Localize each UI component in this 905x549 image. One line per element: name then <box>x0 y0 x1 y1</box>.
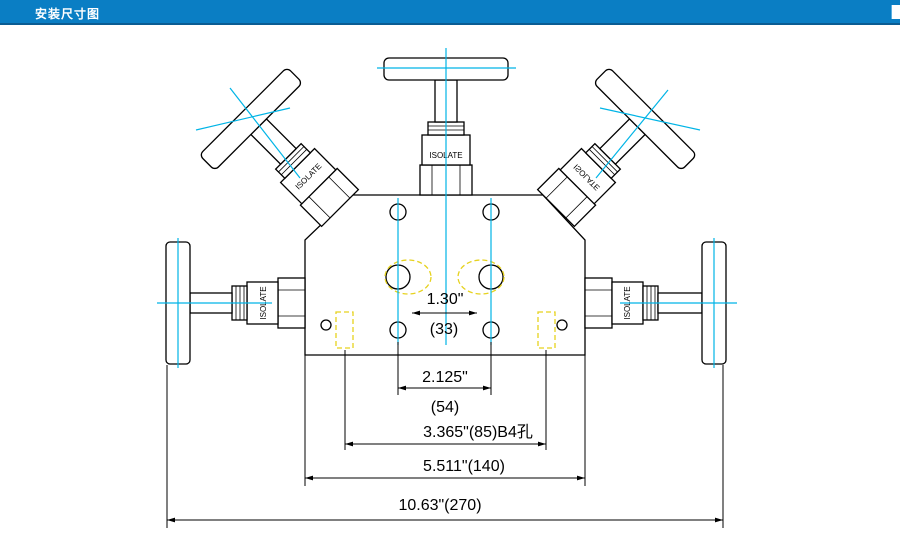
header-bar: 安装尺寸图 <box>0 0 900 25</box>
center-lines <box>157 48 737 368</box>
dim-hole-spacing-inch: 1.30" <box>427 291 464 308</box>
page-title: 安装尺寸图 <box>35 7 101 21</box>
dim-port-spacing-mm: (54) <box>431 399 459 416</box>
upper-left-valve: ISOLATE <box>200 68 360 228</box>
dim-overall-width: 10.63"(270) <box>398 497 481 514</box>
dimension-lines <box>166 310 724 528</box>
right-valve: ISOLATE <box>584 241 727 365</box>
dim-hole-spacing-mm: (33) <box>430 321 458 338</box>
dim-port-spacing-inch: 2.125" <box>422 369 468 386</box>
dim-mount-spacing: 3.365"(85)B4孔 <box>423 423 533 441</box>
header-corner-tab <box>891 5 900 19</box>
left-valve: ISOLATE <box>165 241 306 365</box>
port-highlights <box>335 259 556 349</box>
dim-body-width: 5.511"(140) <box>423 458 505 475</box>
